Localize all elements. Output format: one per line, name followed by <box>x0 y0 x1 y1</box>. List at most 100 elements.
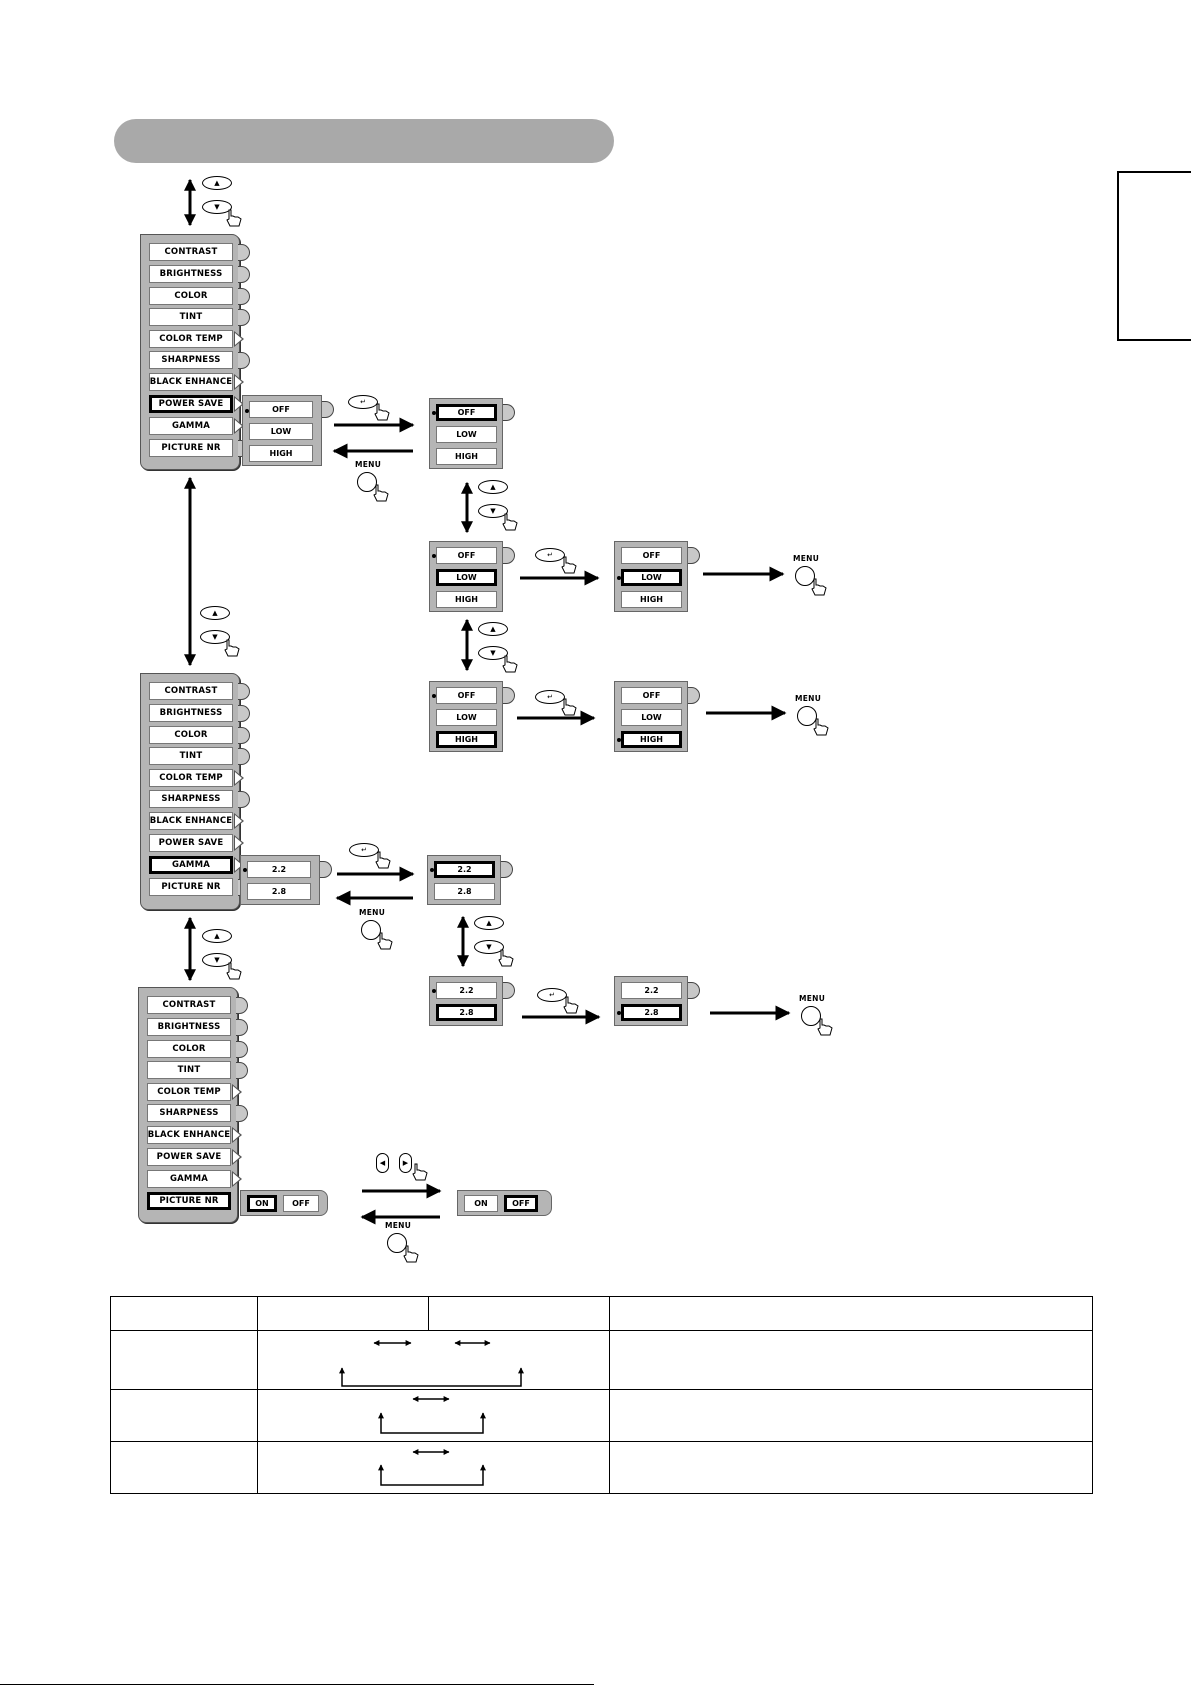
menu-button[interactable] <box>801 1006 821 1026</box>
submenu-arrow-icon <box>234 813 244 829</box>
down-arrow-button-icon[interactable]: ▼ <box>474 940 504 954</box>
menu-item-contrast[interactable]: CONTRAST <box>147 996 231 1014</box>
down-arrow-button-icon[interactable]: ▼ <box>202 953 232 967</box>
menu-item-brightness[interactable]: BRIGHTNESS <box>147 1018 231 1036</box>
down-arrow-button-icon[interactable]: ▼ <box>202 200 232 214</box>
menu-item-power-save[interactable]: POWER SAVE <box>149 395 233 413</box>
option-item[interactable]: HIGH <box>436 731 497 748</box>
option-item[interactable]: LOW <box>621 569 682 586</box>
menu-item-sharpness[interactable]: SHARPNESS <box>149 790 233 808</box>
down-arrow-button-icon[interactable]: ▼ <box>200 630 230 644</box>
hand-cursor-icon <box>373 484 389 502</box>
menu-item-gamma[interactable]: GAMMA <box>149 417 233 435</box>
menu-item-brightness[interactable]: BRIGHTNESS <box>149 265 233 283</box>
menu-item-picture-nr[interactable]: PICTURE NR <box>147 1192 231 1210</box>
table-cell <box>257 1296 429 1331</box>
option-high[interactable]: HIGH <box>249 445 313 462</box>
option-item[interactable]: OFF <box>436 404 497 421</box>
option-low[interactable]: LOW <box>249 423 313 440</box>
up-arrow-button-icon[interactable]: ▲ <box>478 622 508 636</box>
option-item[interactable]: HIGH <box>436 448 497 465</box>
menu-item-contrast[interactable]: CONTRAST <box>149 243 233 261</box>
option-item[interactable]: OFF <box>621 547 682 564</box>
enter-button-icon[interactable]: ↵ <box>535 690 565 704</box>
option-item[interactable]: HIGH <box>621 731 682 748</box>
option-item[interactable]: OFF <box>621 687 682 704</box>
hand-cursor-icon <box>561 698 577 716</box>
option-item[interactable]: 2.2 <box>436 982 497 999</box>
menu-button[interactable] <box>797 706 817 726</box>
option-on[interactable]: ON <box>247 1195 277 1212</box>
option-on[interactable]: ON <box>464 1195 498 1212</box>
up-arrow-button-icon[interactable]: ▲ <box>474 916 504 930</box>
menu-item-power-save[interactable]: POWER SAVE <box>149 834 233 852</box>
hand-cursor-icon <box>412 1163 428 1181</box>
option-item[interactable]: 2.8 <box>621 1004 682 1021</box>
menu-item-contrast[interactable]: CONTRAST <box>149 682 233 700</box>
up-arrow-button-icon[interactable]: ▲ <box>202 929 232 943</box>
menu-item-tint[interactable]: TINT <box>149 308 233 326</box>
menu-item-black-enhance[interactable]: BLACK ENHANCE <box>149 373 233 391</box>
option-item[interactable]: OFF <box>436 687 497 704</box>
option-off[interactable]: OFF <box>283 1195 319 1212</box>
menu-item-black-enhance[interactable]: BLACK ENHANCE <box>147 1126 231 1144</box>
menu-item-black-enhance[interactable]: BLACK ENHANCE <box>149 812 233 830</box>
option-off[interactable]: OFF <box>249 401 313 418</box>
menu-button[interactable] <box>387 1233 407 1253</box>
option-item[interactable]: LOW <box>621 709 682 726</box>
submenu-tab <box>503 687 515 704</box>
enter-button-icon[interactable]: ↵ <box>348 395 378 409</box>
hand-cursor-icon <box>498 949 514 967</box>
right-button-icon[interactable]: ▶ <box>399 1153 412 1173</box>
menu-item-color-temp[interactable]: COLOR TEMP <box>149 330 233 348</box>
menu-item-sharpness[interactable]: SHARPNESS <box>149 351 233 369</box>
submenu-arrow-icon <box>232 1127 242 1143</box>
menu-item-power-save[interactable]: POWER SAVE <box>147 1148 231 1166</box>
table-cell <box>428 1296 610 1331</box>
menu-item-color[interactable]: COLOR <box>149 287 233 305</box>
submenu-tab <box>236 1019 248 1036</box>
down-arrow-button-icon[interactable]: ▼ <box>478 646 508 660</box>
option-item[interactable]: 2.2 <box>621 982 682 999</box>
up-arrow-button-icon[interactable]: ▲ <box>202 176 232 190</box>
option-item[interactable]: LOW <box>436 426 497 443</box>
menu-button[interactable] <box>795 566 815 586</box>
option-item[interactable]: 2.8 <box>436 1004 497 1021</box>
option-item[interactable]: HIGH <box>621 591 682 608</box>
hand-cursor-icon <box>563 996 579 1014</box>
menu-item-color[interactable]: COLOR <box>149 726 233 744</box>
menu-item-picture-nr[interactable]: PICTURE NR <box>149 878 233 896</box>
up-arrow-button-icon[interactable]: ▲ <box>200 606 230 620</box>
down-arrow-button-icon[interactable]: ▼ <box>478 504 508 518</box>
enter-button-icon[interactable]: ↵ <box>535 548 565 562</box>
menu-item-color[interactable]: COLOR <box>147 1040 231 1058</box>
left-button-icon[interactable]: ◀ <box>376 1153 389 1173</box>
menu-item-color-temp[interactable]: COLOR TEMP <box>149 769 233 787</box>
menu-item-color-temp[interactable]: COLOR TEMP <box>147 1083 231 1101</box>
menu-button[interactable] <box>361 920 381 940</box>
option-item[interactable]: LOW <box>436 569 497 586</box>
option-item[interactable]: HIGH <box>436 591 497 608</box>
menu-item-picture-nr[interactable]: PICTURE NR <box>149 439 233 457</box>
option-item[interactable]: 2.8 <box>434 883 495 900</box>
up-arrow-button-icon[interactable]: ▲ <box>478 480 508 494</box>
picture-nr-result-panel: ON OFF <box>457 1190 552 1216</box>
option-2-8[interactable]: 2.8 <box>247 883 311 900</box>
table-row <box>110 1441 1093 1494</box>
option-item[interactable]: 2.2 <box>434 861 495 878</box>
menu-item-tint[interactable]: TINT <box>147 1061 231 1079</box>
menu-button-label: MENU <box>793 554 820 563</box>
option-2-2[interactable]: 2.2 <box>247 861 311 878</box>
menu-item-sharpness[interactable]: SHARPNESS <box>147 1104 231 1122</box>
menu-item-tint[interactable]: TINT <box>149 747 233 765</box>
menu-item-gamma[interactable]: GAMMA <box>147 1170 231 1188</box>
enter-button-icon[interactable]: ↵ <box>537 988 567 1002</box>
submenu-tab <box>688 547 700 564</box>
option-item[interactable]: OFF <box>436 547 497 564</box>
enter-button-icon[interactable]: ↵ <box>349 843 379 857</box>
menu-item-brightness[interactable]: BRIGHTNESS <box>149 704 233 722</box>
option-item[interactable]: LOW <box>436 709 497 726</box>
menu-button[interactable] <box>357 472 377 492</box>
menu-item-gamma[interactable]: GAMMA <box>149 856 233 874</box>
option-off[interactable]: OFF <box>504 1195 538 1212</box>
